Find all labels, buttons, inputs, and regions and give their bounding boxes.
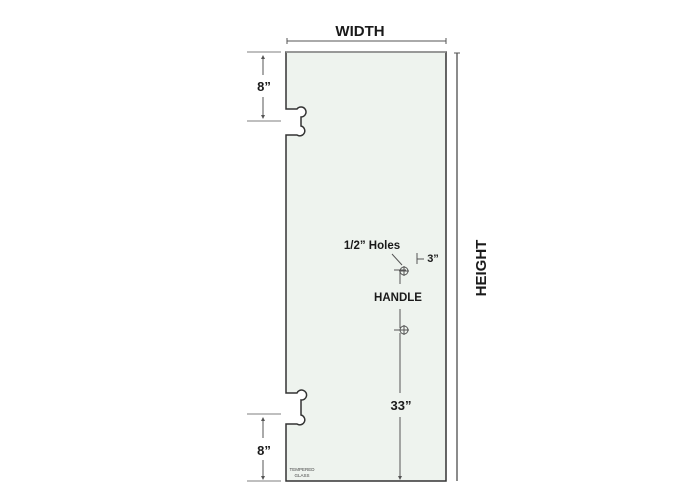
bottom-hinge-dimension bbox=[247, 413, 281, 482]
top-hinge-dimension bbox=[247, 51, 281, 122]
tempered-stamp-line2: GLASS bbox=[294, 473, 309, 478]
upper-hole-icon bbox=[399, 266, 409, 276]
holes-label: 1/2” Holes bbox=[344, 240, 400, 252]
width-label: WIDTH bbox=[335, 23, 384, 40]
top-hinge-offset: 8” bbox=[257, 79, 271, 94]
hole-inset: 3” bbox=[427, 253, 439, 265]
handle-dimension bbox=[394, 269, 406, 331]
handle-height: 33” bbox=[391, 398, 412, 413]
width-dimension-line bbox=[286, 38, 447, 44]
handle-height-dimension bbox=[398, 333, 402, 480]
holes-leader-line bbox=[391, 253, 403, 266]
handle-label: HANDLE bbox=[374, 292, 422, 304]
bottom-hinge-offset: 8” bbox=[257, 443, 271, 458]
height-dimension-line bbox=[454, 52, 460, 481]
height-label: HEIGHT bbox=[473, 240, 490, 297]
glass-panel bbox=[285, 51, 447, 482]
tempered-stamp-line1: TEMPERED bbox=[289, 467, 315, 472]
